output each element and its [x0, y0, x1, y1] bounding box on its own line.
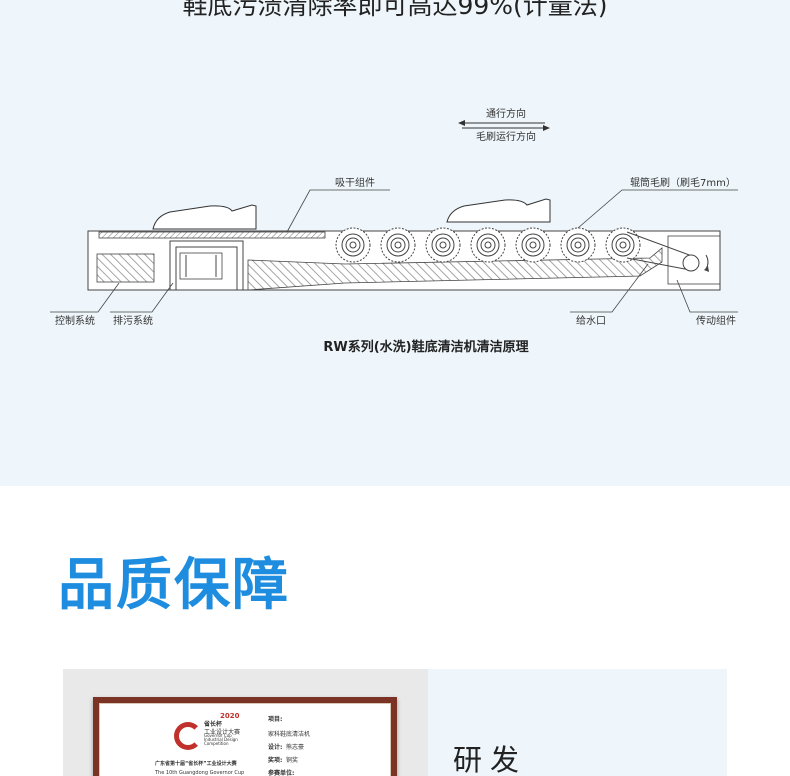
quality-title: 品质保障	[58, 553, 290, 618]
cert-org-line5: Competition	[204, 741, 229, 746]
label-dry-assembly: 吸干组件	[335, 176, 375, 189]
brush-rollers	[335, 227, 641, 263]
label-brush-roller: 辊筒毛刷（刷毛7mm）	[630, 176, 736, 189]
award-logo-icon	[174, 722, 202, 750]
label-water-inlet: 给水口	[576, 314, 606, 327]
shoe-icon	[152, 198, 551, 230]
cert-unit-label: 参赛单位:	[268, 770, 295, 776]
cert-designer: 熊志豪	[286, 744, 305, 751]
cert-project-label: 项目:	[268, 716, 283, 723]
drain-pump	[179, 252, 223, 280]
rnd-title: 研发	[453, 743, 528, 776]
label-control-system: 控制系统	[55, 314, 95, 327]
control-box	[96, 253, 155, 283]
label-drain-system: 排污系统	[113, 314, 153, 327]
cert-heading-en: The 10th Guangdong Governor Cup	[155, 770, 245, 776]
direction-pass-label: 通行方向	[486, 107, 526, 120]
cert-org-line2: 工业设计大赛	[204, 729, 241, 736]
direction-brush-label: 毛刷运行方向	[476, 130, 536, 143]
label-drive-assembly: 传动组件	[696, 314, 736, 327]
direction-arrows: 通行方向 毛刷运行方向	[458, 107, 550, 143]
drive-assembly	[626, 231, 721, 285]
cert-org-line4: Industrial Design	[204, 737, 238, 742]
certificate-frame: 2020 省长杯 工业设计大赛 Governor Cup Industrial …	[93, 697, 397, 776]
cert-project: 家科鞋底清洁机	[268, 731, 311, 738]
principle-section: 鞋底污渍清除率即可高达99%(计量法) 通行方向 毛刷运行方向	[0, 0, 790, 486]
card-text-panel: 研发	[428, 669, 727, 776]
cert-award: 铜奖	[286, 757, 299, 764]
headline: 鞋底污渍清除率即可高达99%(计量法)	[182, 0, 608, 20]
cert-designer-label: 设计:	[268, 744, 283, 751]
certificate-panel: 2020 省长杯 工业设计大赛 Governor Cup Industrial …	[63, 669, 428, 776]
diagram-caption: RW系列(水洗)鞋底清洁机清洁原理	[323, 340, 529, 355]
dry-pad	[98, 231, 326, 239]
cert-year: 2020	[220, 712, 240, 720]
certificate-card: 2020 省长杯 工业设计大赛 Governor Cup Industrial …	[63, 669, 727, 776]
certificate-paper: 2020 省长杯 工业设计大赛 Governor Cup Industrial …	[99, 703, 391, 776]
cert-org-line3: Governor Cup	[204, 733, 232, 738]
cert-award-label: 奖项:	[268, 757, 283, 764]
cert-org-line1: 省长杯	[204, 721, 223, 728]
cert-heading: 广东省第十届“省长杯”工业设计大赛	[155, 761, 237, 767]
cleaning-principle-diagram: 通行方向 毛刷运行方向	[50, 107, 738, 327]
